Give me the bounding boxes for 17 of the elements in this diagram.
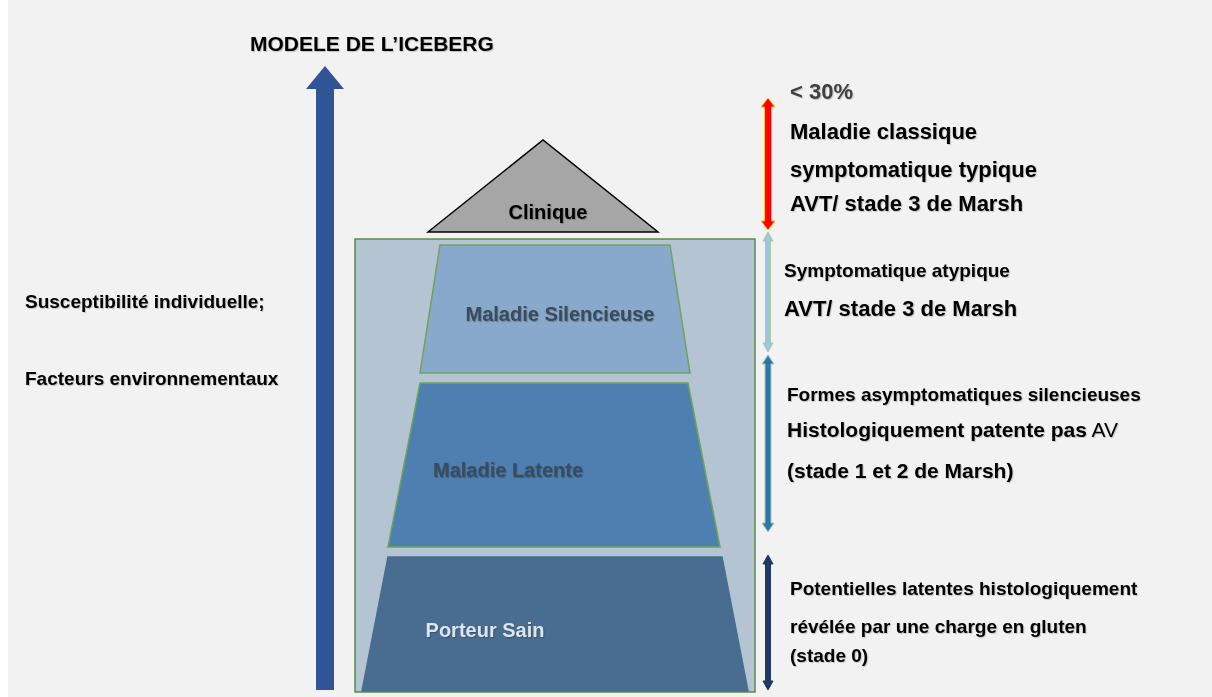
- stage-label: (stade 1 et 2 de Marsh): [787, 459, 1014, 483]
- stage-label: AVT/ stade 3 de Marsh: [790, 191, 1024, 217]
- stage-label: AVT/ stade 3 de Marsh: [784, 296, 1018, 322]
- stage-label: (stade 0): [790, 645, 869, 667]
- layer-label: Maladie Silencieuse: [465, 302, 655, 326]
- layer-label: Maladie Latente: [433, 458, 583, 482]
- description-label: Histologiquement patente pas AV: [787, 418, 1118, 442]
- description-label: Potentielles latentes histologiquement révélée par une charge en gluten: [790, 577, 1139, 639]
- layer-label: Porteur Sain: [425, 618, 545, 642]
- category-label: Symptomatique atypique: [784, 260, 1010, 282]
- factor-label: Susceptibilité individuelle;: [25, 291, 265, 313]
- factor-label: Facteurs environnementaux: [25, 368, 279, 390]
- diagram-title: MODELE DE L’ICEBERG: [250, 32, 494, 56]
- category-label: Maladie classique symptomatique typique: [790, 118, 1038, 184]
- percentage-label: < 30%: [790, 79, 853, 105]
- layer-label: Clinique: [508, 200, 588, 224]
- category-label: Formes asymptomatiques silencieuses: [787, 384, 1141, 406]
